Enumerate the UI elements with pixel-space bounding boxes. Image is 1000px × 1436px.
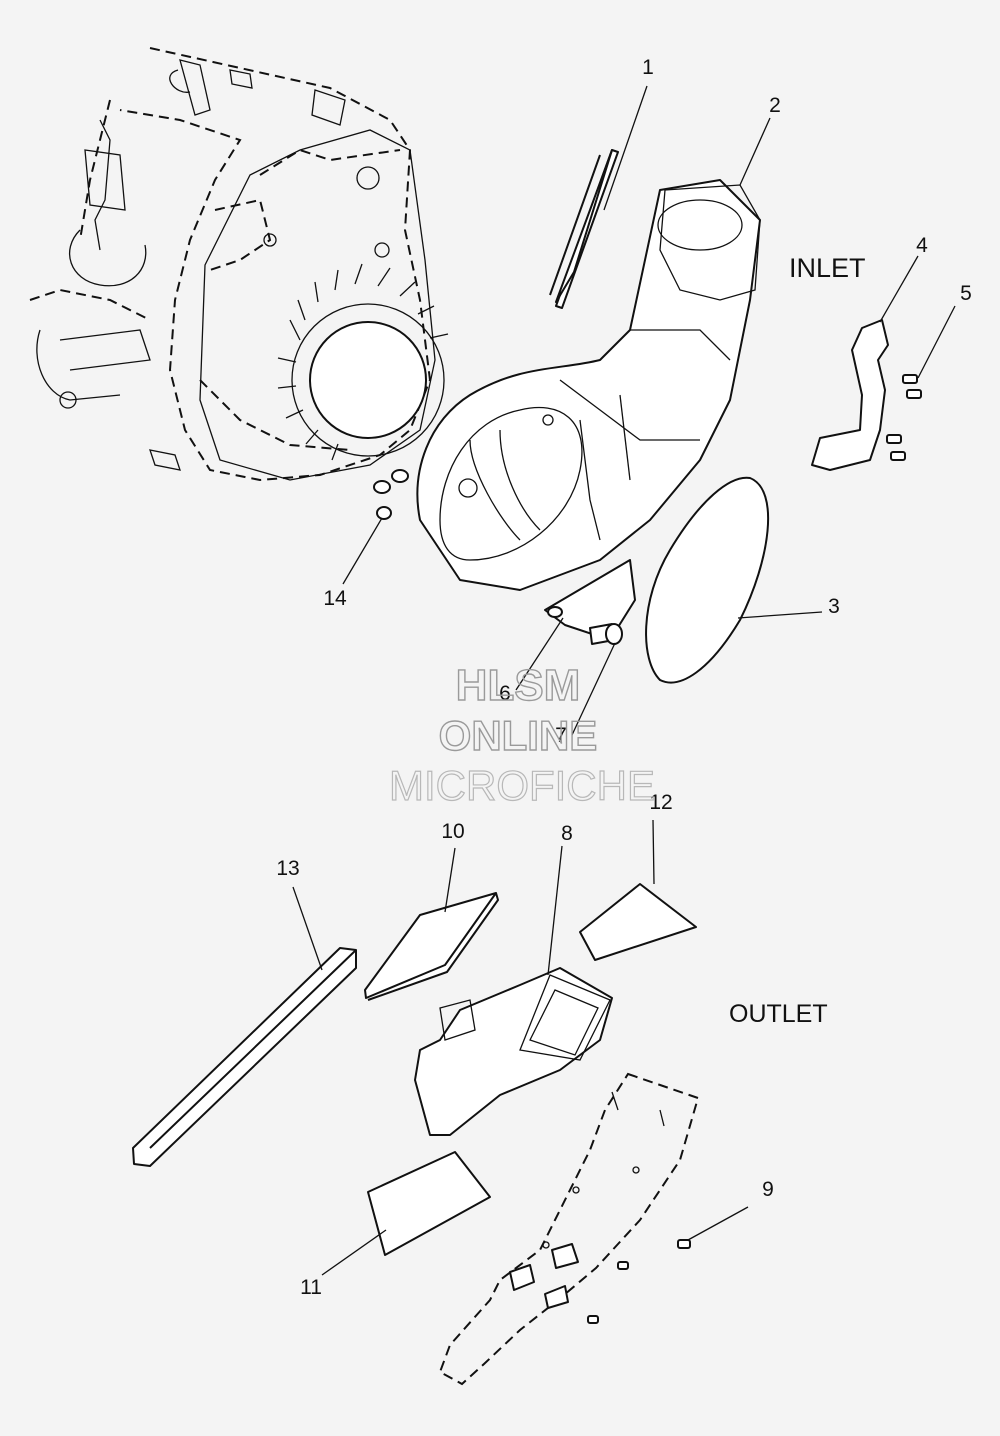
callout-4: 4 <box>916 234 928 257</box>
callout-10: 10 <box>441 820 464 843</box>
callout-6: 6 <box>499 682 511 705</box>
callout-5: 5 <box>960 282 972 305</box>
callout-12: 12 <box>649 791 672 814</box>
callout-1: 1 <box>642 56 654 79</box>
flywheel-housing <box>199 129 449 481</box>
callout-9: 9 <box>762 1178 774 1201</box>
callout-7: 7 <box>555 724 567 747</box>
part-7-screw <box>589 623 623 645</box>
watermark: HLSM ONLINE MICROFICHE <box>388 660 655 809</box>
part-3-gasket <box>645 476 770 684</box>
callout-13: 13 <box>276 857 299 880</box>
part-5-screws <box>886 374 922 461</box>
part-10-foam-pad <box>364 892 499 1001</box>
callout-2: 2 <box>769 94 781 117</box>
watermark-line-1: HLSM <box>456 661 581 710</box>
callout-8: 8 <box>561 822 573 845</box>
mounting-bracket <box>544 559 636 641</box>
leader-lines <box>292 85 956 1276</box>
part-11-foam-pad <box>367 1151 491 1256</box>
engine-outline <box>29 47 432 482</box>
callout-3: 3 <box>828 595 840 618</box>
watermark-line-2: ONLINE <box>439 712 598 759</box>
part-12-foam-pad <box>579 883 697 961</box>
part-8-outlet-duct <box>414 967 613 1136</box>
part-1-gasket-body <box>555 149 613 303</box>
outlet-label: OUTLET <box>729 1000 828 1028</box>
callout-11: 11 <box>300 1276 322 1299</box>
watermark-line-3: MICROFICHE <box>389 762 655 809</box>
callout-14: 14 <box>323 587 347 610</box>
part-4-bracket <box>811 319 889 471</box>
part-13-foam-strip <box>132 947 357 1167</box>
callout-numbers: 1 2 3 4 5 6 7 8 9 10 11 12 13 14 <box>276 56 972 1299</box>
inlet-label: INLET <box>789 253 866 283</box>
part-9-duct-plate <box>438 1072 700 1386</box>
part-14-washers <box>373 469 409 520</box>
part-2-blower-housing <box>416 179 761 591</box>
